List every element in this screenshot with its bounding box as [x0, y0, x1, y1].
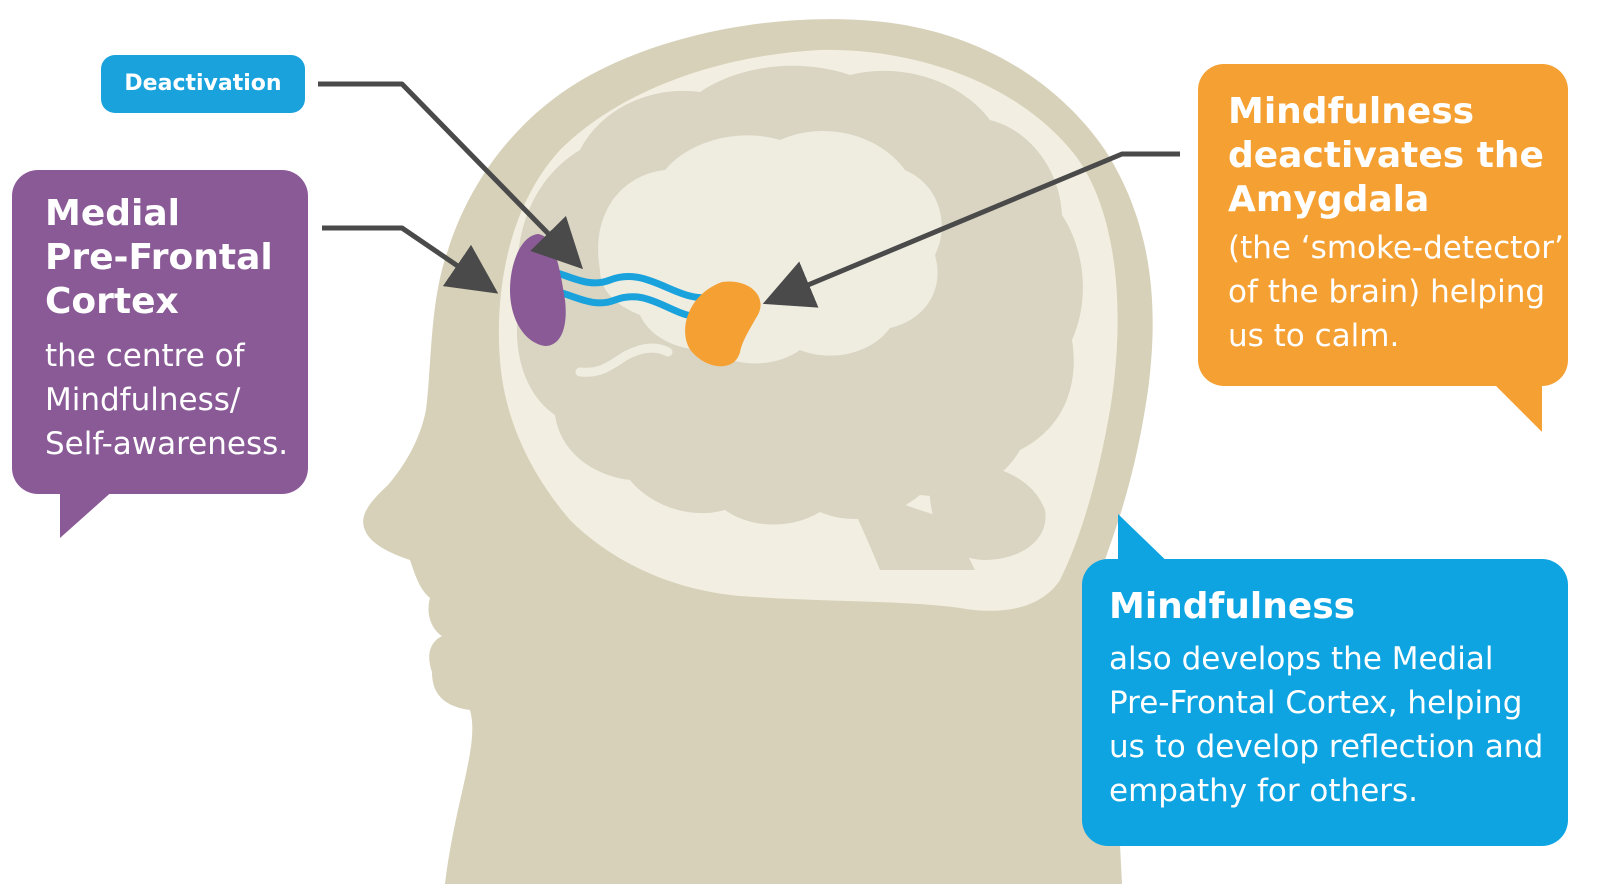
mindfulness-heading: Mindfulness: [1109, 585, 1568, 629]
mpfc-body-line: the centre of: [45, 334, 298, 378]
mindfulness-body-line: us to develop reflection and: [1109, 725, 1568, 769]
mpfc-heading-line: Cortex: [45, 280, 298, 324]
mpfc-callout: Medial Pre-Frontal Cortex the centre of …: [12, 170, 308, 494]
mpfc-body-line: Mindfulness/: [45, 378, 298, 422]
mpfc-heading-line: Pre-Frontal: [45, 236, 298, 280]
mpfc-heading-line: Medial: [45, 192, 298, 236]
amygdala-callout: Mindfulness deactivates the Amygdala (th…: [1198, 64, 1568, 386]
mindfulness-body-line: Pre-Frontal Cortex, helping: [1109, 681, 1568, 725]
amygdala-heading-line: Mindfulness: [1228, 90, 1568, 134]
amygdala-body-line: (the ‘smoke-detector’: [1228, 226, 1568, 270]
amygdala-body-line: of the brain) helping: [1228, 270, 1568, 314]
amygdala-heading-line: Amygdala: [1228, 178, 1568, 222]
mindfulness-body-line: empathy for others.: [1109, 769, 1568, 813]
mindfulness-body-line: also develops the Medial: [1109, 637, 1568, 681]
mpfc-body-line: Self-awareness.: [45, 422, 298, 466]
mindfulness-callout: Mindfulness also develops the Medial Pre…: [1082, 559, 1568, 846]
amygdala-heading-line: deactivates the: [1228, 134, 1568, 178]
amygdala-body-line: us to calm.: [1228, 314, 1568, 358]
deactivation-label: Deactivation: [101, 55, 305, 113]
